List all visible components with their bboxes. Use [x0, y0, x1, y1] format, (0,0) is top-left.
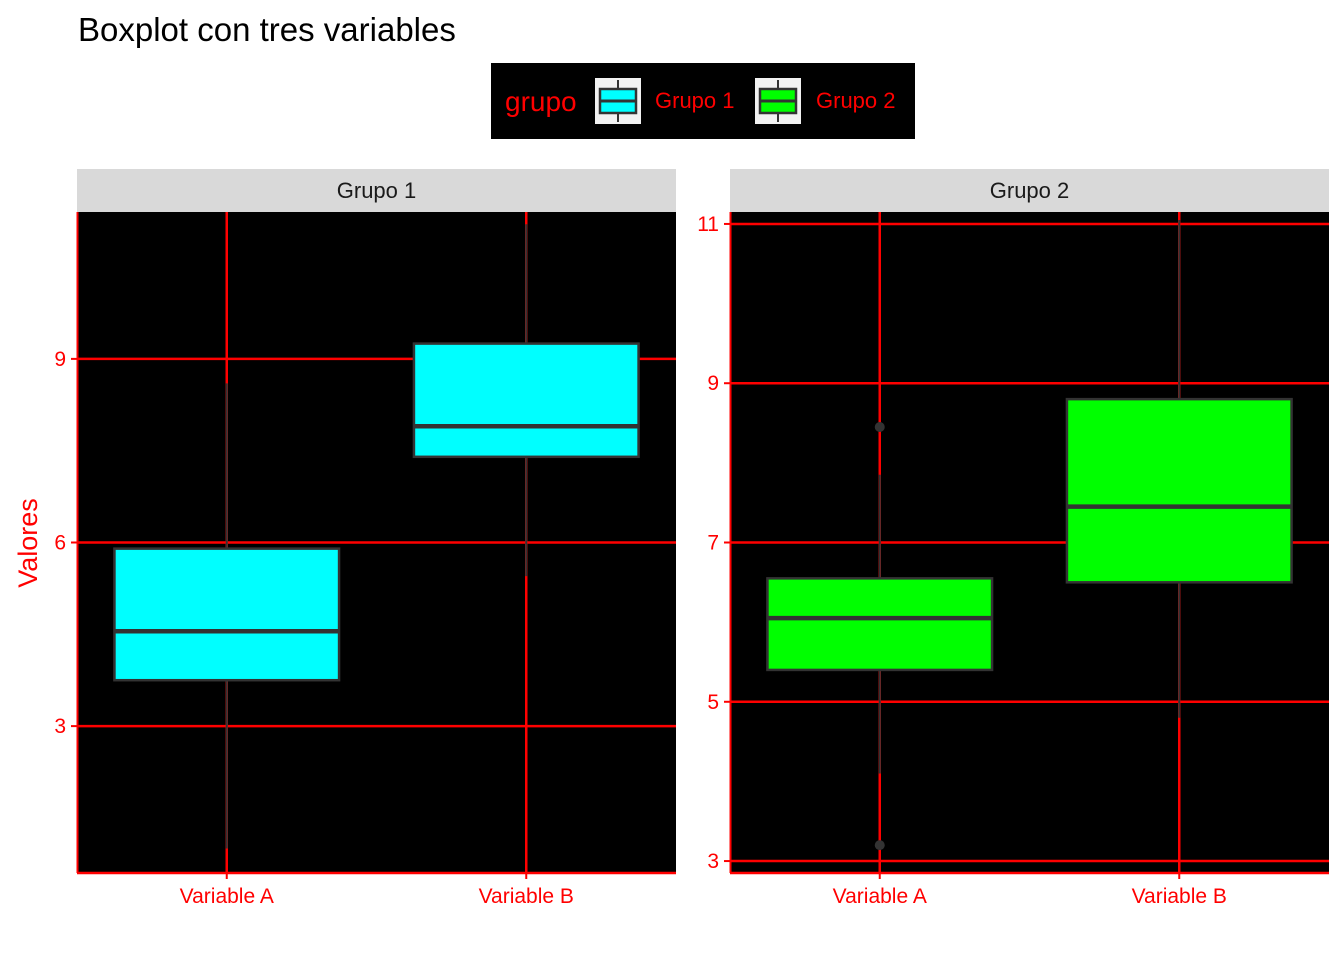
- y-tick-label: 5: [707, 691, 719, 714]
- y-axis-title: Valores: [13, 498, 43, 588]
- y-tick-label: 7: [707, 532, 719, 555]
- y-tick-label: 3: [54, 715, 66, 738]
- legend-key: [755, 78, 801, 124]
- box-body: [412, 342, 640, 459]
- facet-strip: [77, 169, 676, 212]
- box: [113, 383, 341, 849]
- x-tick-label: Variable B: [1132, 885, 1227, 908]
- facet-strip-label: Grupo 1: [337, 178, 417, 203]
- legend: grupo Grupo 1 Grupo 2: [491, 63, 915, 139]
- box: [412, 224, 640, 577]
- y-tick-label: 9: [707, 372, 719, 395]
- y-tick-label: 11: [697, 213, 719, 236]
- chart-title: Boxplot con tres variables: [78, 11, 456, 48]
- box-body: [766, 577, 994, 672]
- x-tick-label: Variable A: [833, 885, 927, 908]
- y-tick-label: 3: [707, 850, 719, 873]
- facet-strip: [730, 169, 1329, 212]
- box-body: [1065, 397, 1293, 584]
- legend-background: [491, 63, 915, 139]
- x-tick-label: Variable A: [180, 885, 274, 908]
- legend-label: Grupo 2: [816, 88, 896, 113]
- y-tick-label: 9: [54, 348, 66, 371]
- box-body: [113, 547, 341, 682]
- legend-title: grupo: [505, 86, 577, 117]
- box: [766, 422, 994, 851]
- facet-strip-label: Grupo 2: [990, 178, 1070, 203]
- y-tick-label: 6: [54, 532, 66, 555]
- box: [1065, 219, 1293, 718]
- outlier-point: [874, 422, 885, 433]
- x-tick-label: Variable B: [479, 885, 574, 908]
- legend-key: [595, 78, 641, 124]
- outlier-point: [874, 840, 885, 851]
- legend-label: Grupo 1: [655, 88, 735, 113]
